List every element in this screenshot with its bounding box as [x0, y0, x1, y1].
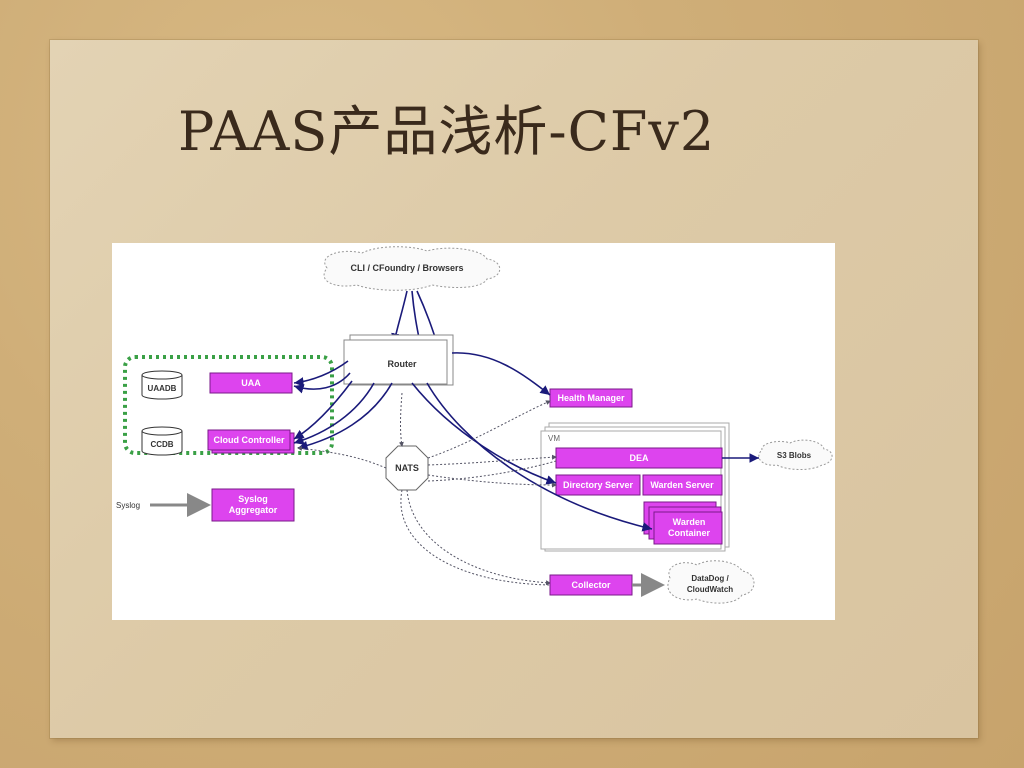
warden-server-node: Warden Server [642, 474, 723, 496]
collector-node: Collector [549, 574, 633, 596]
syslog-aggregator-label-2: Aggregator [229, 505, 278, 515]
dea-node: DEA [555, 447, 723, 469]
directory-server-node: Directory Server [555, 474, 641, 496]
nats-node: NATS [385, 445, 429, 491]
directory-server-label: Directory Server [563, 480, 634, 490]
vm-label: VM [548, 434, 560, 443]
datadog-label-1: DataDog / [691, 574, 729, 583]
syslog-label: Syslog [116, 501, 140, 510]
ccdb-label: CCDB [150, 440, 173, 449]
health-manager-label: Health Manager [557, 393, 625, 403]
syslog-aggregator-node: Syslog Aggregator [211, 488, 295, 522]
cli-cloud: CLI / CFoundry / Browsers [323, 246, 501, 291]
cloud-controller-label: Cloud Controller [214, 435, 285, 445]
router-node: Router [343, 334, 454, 386]
warden-container-label-2: Container [668, 528, 711, 538]
datadog-label-2: CloudWatch [687, 585, 733, 594]
uaadb-cylinder: UAADB [141, 370, 183, 400]
nats-dotted-links [297, 392, 557, 586]
health-manager-node: Health Manager [549, 388, 633, 408]
uaadb-label: UAADB [148, 384, 177, 393]
slide-title: PAAS产品浅析-CFv2 [178, 100, 716, 163]
cli-label: CLI / CFoundry / Browsers [350, 263, 463, 273]
router-label: Router [388, 359, 417, 369]
s3-blobs-label: S3 Blobs [777, 451, 812, 460]
nats-label: NATS [395, 463, 419, 473]
syslog-source: Syslog [116, 501, 140, 510]
architecture-diagram: CLI / CFoundry / Browsers Router UAADB C… [112, 243, 835, 620]
router-health-arrow [451, 352, 551, 396]
uaa-node: UAA [209, 372, 293, 394]
s3-blobs-cloud: S3 Blobs [758, 439, 833, 470]
warden-container-label-1: Warden [673, 517, 706, 527]
datadog-cloud: DataDog / CloudWatch [667, 560, 755, 604]
warden-server-label: Warden Server [650, 480, 714, 490]
ccdb-cylinder: CCDB [141, 426, 183, 456]
router-vm-arrows [411, 382, 653, 532]
collector-label: Collector [571, 580, 611, 590]
dea-label: DEA [629, 453, 649, 463]
uaa-label: UAA [241, 378, 261, 388]
router-uaa-cc-arrows [293, 360, 393, 451]
syslog-aggregator-label-1: Syslog [238, 494, 268, 504]
cloud-controller-node: Cloud Controller [207, 429, 295, 454]
warden-container-node: Warden Container [643, 501, 723, 545]
